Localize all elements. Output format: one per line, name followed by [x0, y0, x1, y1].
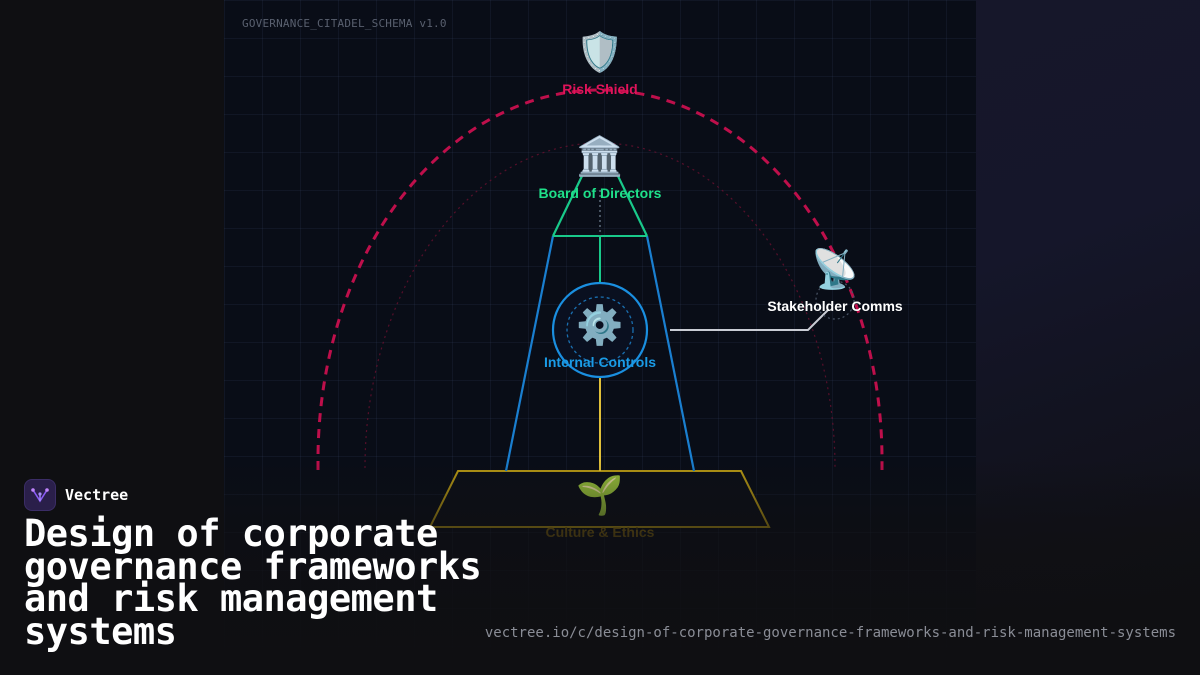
board-roof	[552, 172, 648, 237]
culture-ethics-label: Culture & Ethics	[545, 524, 655, 540]
stakeholder-comms-label: Stakeholder Comms	[767, 298, 903, 314]
shield-icon: 🛡️	[576, 30, 624, 74]
brand: Vectree	[24, 479, 128, 511]
risk-shield-arc	[316, 88, 884, 470]
inner-arc	[364, 142, 836, 469]
classical-building-icon: 🏛️	[576, 134, 624, 178]
brand-name: Vectree	[65, 486, 129, 504]
page-url[interactable]: vectree.io/c/design-of-corporate-governa…	[484, 625, 1176, 641]
seedling-icon: 🌱	[576, 473, 624, 517]
schema-label: GOVERNANCE_CITADEL_SCHEMA v1.0	[242, 17, 447, 30]
tower-left-edge	[504, 235, 555, 472]
internal-controls-label: Internal Controls	[543, 354, 657, 370]
tower-right-edge	[645, 235, 696, 472]
satellite-antenna-icon: 📡	[811, 247, 859, 291]
stakeholder-link	[670, 309, 829, 331]
stakeholder-dotted-ring	[815, 280, 855, 320]
vectree-logo-icon	[24, 479, 56, 511]
risk-shield-label: Risk Shield	[562, 81, 638, 97]
board-of-directors-label: Board of Directors	[538, 185, 662, 201]
controls-inner-ring	[566, 296, 634, 364]
gear-icon: ⚙️	[576, 303, 624, 347]
page-title: Design of corporate governance framework…	[24, 512, 482, 653]
vectree-logo-mark	[31, 488, 49, 503]
